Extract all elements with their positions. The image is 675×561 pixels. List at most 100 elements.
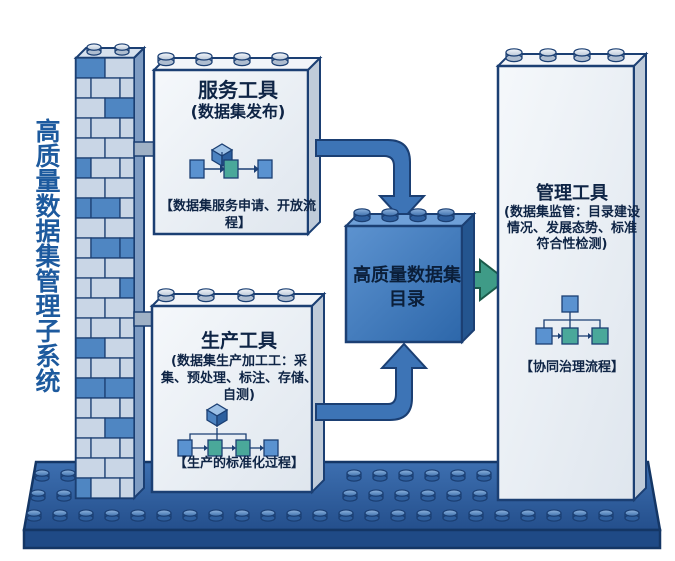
wall-brick: [75, 437, 92, 459]
lego-stud: [420, 489, 436, 502]
lego-stud: [573, 48, 591, 63]
management-tool-subtitle: (数据集监管：目录建设情况、发展态势、标准符合性检测): [504, 205, 640, 252]
service-tool-title: 服务工具: [198, 78, 278, 102]
wall-brick: [119, 277, 135, 299]
lego-stud: [607, 48, 625, 63]
wall-brick: [119, 437, 135, 459]
wall-brick: [104, 297, 135, 319]
wall-brick: [119, 237, 135, 259]
wall-brick: [104, 257, 135, 279]
lego-stud: [60, 469, 76, 482]
wall-brick: [119, 357, 135, 379]
lego-stud: [450, 469, 466, 482]
wall-brick: [90, 277, 121, 299]
node-square: [207, 439, 223, 457]
wall-brick: [75, 157, 92, 179]
lego-stud: [424, 469, 440, 482]
wall-brick: [75, 417, 106, 439]
lego-stud: [342, 489, 358, 502]
management-flow-icon: [535, 295, 609, 345]
lego-stud: [409, 208, 427, 223]
subsystem-vertical-title: 高质量数据集管理子系统: [32, 118, 61, 393]
wall-brick: [104, 57, 135, 79]
management-tool-text: 管理工具 (数据集监管：目录建设情况、发展态势、标准符合性检测) 【协同治理流程…: [504, 183, 640, 375]
lego-stud: [416, 509, 432, 522]
wall-brick: [75, 57, 106, 79]
production-tool-panel: [149, 288, 327, 495]
wall-brick: [75, 357, 92, 379]
wall-brick: [75, 337, 106, 359]
node-square: [561, 327, 579, 345]
lego-stud: [286, 509, 302, 522]
wall-brick: [90, 237, 121, 259]
wall-brick: [119, 117, 135, 139]
service-tool-panel: [151, 52, 323, 237]
wall-brick: [90, 477, 121, 499]
wall-brick: [119, 317, 135, 339]
wall-brick: [75, 137, 106, 159]
node-square: [535, 327, 553, 345]
wall-brick: [119, 477, 135, 499]
wall-brick: [90, 317, 121, 339]
lego-stud: [572, 509, 588, 522]
wall-brick: [90, 437, 121, 459]
lego-stud: [271, 52, 289, 67]
service-tool-text: 服务工具 (数据集发布) 【数据集服务申请、开放流程】: [160, 78, 316, 231]
lego-stud: [237, 288, 255, 303]
wall-brick: [119, 157, 135, 179]
lego-stud: [520, 509, 536, 522]
wall-brick: [75, 217, 106, 239]
brick-wall: [73, 43, 147, 501]
wall-brick: [75, 177, 106, 199]
lego-stud: [78, 509, 94, 522]
wall-brick: [75, 197, 92, 219]
lego-stud: [437, 208, 455, 223]
node-square: [189, 159, 205, 179]
lego-stud: [546, 509, 562, 522]
wall-brick: [104, 177, 135, 199]
lego-stud: [52, 509, 68, 522]
node-square: [561, 295, 579, 313]
management-tool-footer: 【协同治理流程】: [519, 360, 624, 375]
wall-brick: [104, 217, 135, 239]
lego-stud: [182, 509, 198, 522]
node-square: [223, 159, 239, 179]
lego-stud: [26, 509, 42, 522]
lego-stud: [364, 509, 380, 522]
lego-stud: [104, 509, 120, 522]
cube-icon: [205, 403, 229, 428]
wall-brick: [119, 77, 135, 99]
wall-brick: [90, 77, 121, 99]
lego-stud: [381, 208, 399, 223]
production-tool-text: 生产工具 (数据集生产加工工：采集、预处理、标注、存储、自测) 【生产的标准化过…: [160, 330, 318, 471]
lego-stud: [277, 288, 295, 303]
lego-stud: [442, 509, 458, 522]
lego-stud: [157, 288, 175, 303]
lego-stud: [539, 48, 557, 63]
lego-stud: [368, 489, 384, 502]
lego-stud: [346, 469, 362, 482]
wall-brick: [104, 137, 135, 159]
wall-brick: [75, 457, 106, 479]
wall-brick: [104, 417, 135, 439]
wall-brick: [90, 117, 121, 139]
management-tool-title: 管理工具: [536, 183, 608, 204]
wall-brick: [75, 97, 106, 119]
wall-brick: [75, 237, 92, 259]
lego-stud: [372, 469, 388, 482]
lego-stud: [338, 509, 354, 522]
production-tool-footer: 【生产的标准化过程】: [173, 456, 304, 471]
wall-brick: [119, 197, 135, 219]
lego-stud: [505, 48, 523, 63]
lego-stud: [598, 509, 614, 522]
wall-brick: [75, 397, 92, 419]
wall-brick: [75, 117, 92, 139]
lego-stud: [130, 509, 146, 522]
lego-stud: [446, 489, 462, 502]
lego-stud: [394, 489, 410, 502]
production-tool-title: 生产工具: [200, 330, 277, 352]
node-square: [177, 439, 193, 457]
lego-stud: [195, 52, 213, 67]
production-flow-icon: [177, 403, 279, 457]
